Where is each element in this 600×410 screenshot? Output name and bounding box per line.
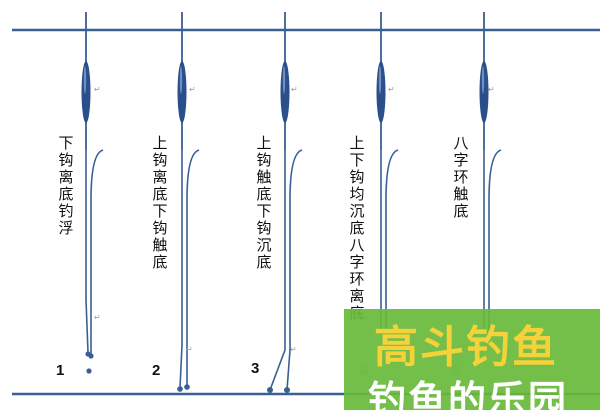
leader-long-2: [186, 149, 200, 388]
hook-2b: [184, 384, 190, 390]
watermark-subtitle: 钓鱼的乐园: [368, 378, 569, 410]
float-3: [280, 61, 290, 123]
rig-number-1: 1: [56, 362, 65, 379]
watermark-title: 高斗钓鱼: [374, 322, 558, 373]
float-1: [81, 61, 91, 123]
float-highlight-2: [179, 66, 183, 94]
hook-3b: [284, 387, 290, 393]
hook-3a: [267, 387, 273, 393]
leader-long-5: [488, 149, 502, 330]
rig-number-2: 2: [152, 362, 161, 379]
float-4: [376, 61, 386, 123]
float-highlight-4: [378, 66, 382, 94]
rig-caption-3: 上钩触底下钩沉底: [256, 134, 272, 271]
leader-short-1: [85, 150, 89, 353]
leader-short-3: [269, 150, 286, 391]
rig-caption-2: 上钩离底下钩触底: [152, 134, 168, 271]
rig-caption-5: 八字环触底: [453, 134, 469, 220]
float-2: [177, 61, 187, 123]
hook-1c: [86, 368, 92, 374]
rig-caption-1: 下钩离底钓浮: [58, 134, 74, 237]
float-highlight-5: [481, 66, 485, 94]
rig-number-3: 3: [251, 360, 260, 377]
leader-long-3: [286, 149, 303, 391]
watermark-logo: 高斗钓鱼 钓鱼的乐园: [344, 309, 600, 410]
hook-2a: [177, 386, 183, 392]
float-5: [479, 61, 489, 123]
float-highlight-1: [83, 66, 87, 94]
float-highlight-3: [282, 66, 286, 94]
leader-long-1: [90, 149, 104, 355]
hook-1b: [88, 353, 94, 359]
leader-short-2: [179, 150, 183, 389]
rig-caption-4: 上下钩均沉底八字环离底: [349, 134, 365, 322]
leader-long-4: [385, 149, 399, 330]
